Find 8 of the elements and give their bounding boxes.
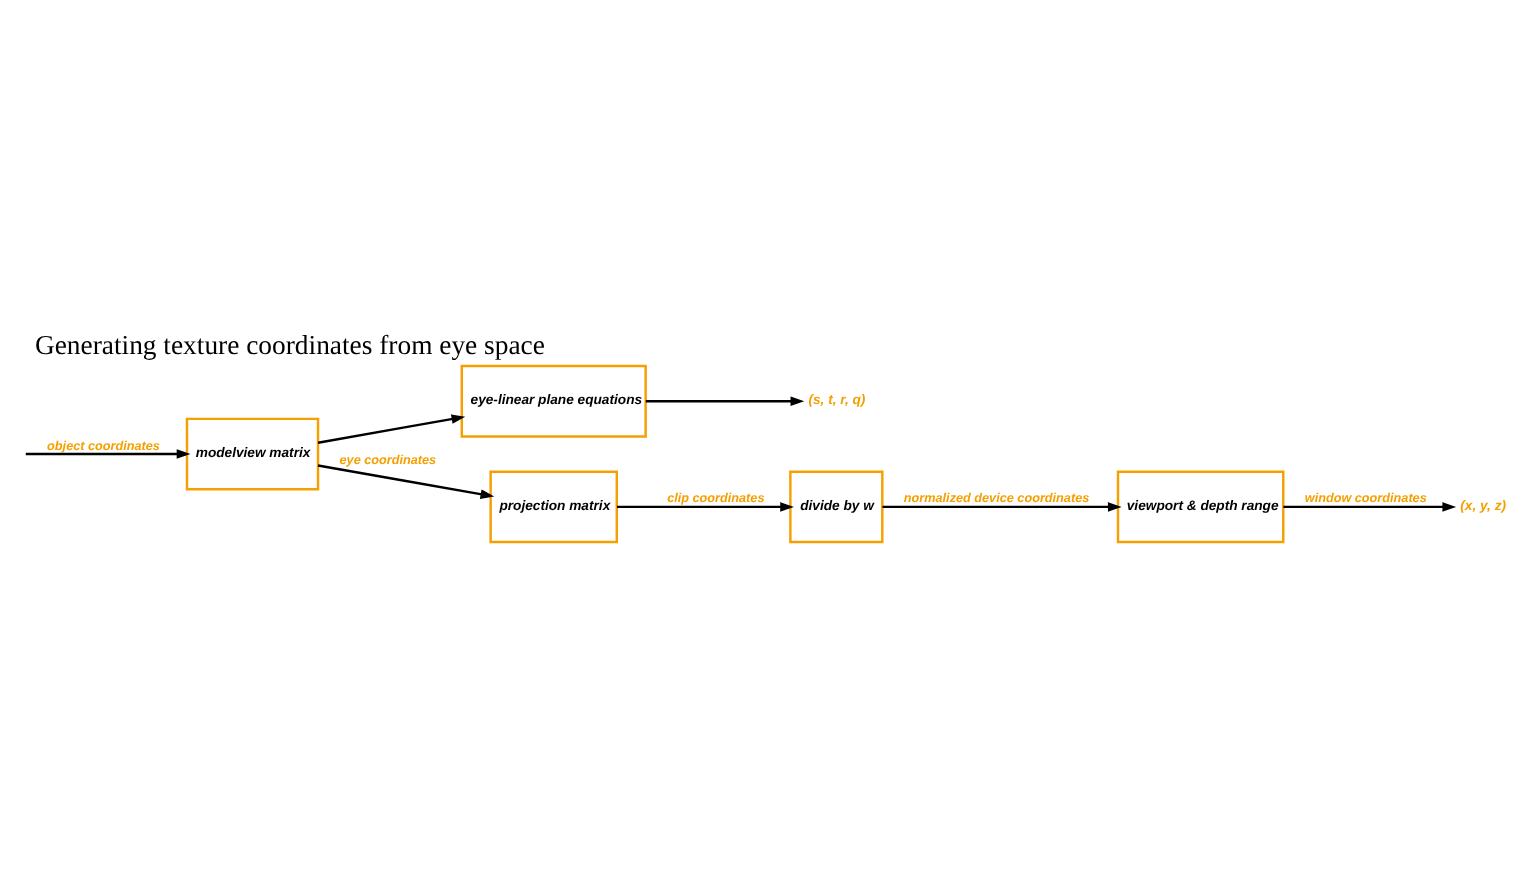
diagram-title: Generating texture coordinates from eye space (34, 329, 545, 360)
arrow (1283, 502, 1457, 512)
arrow (25, 449, 191, 459)
arrow (645, 396, 805, 407)
arrow (317, 414, 466, 444)
arrow (882, 502, 1122, 512)
arrow (317, 464, 495, 499)
arrow (616, 502, 794, 512)
